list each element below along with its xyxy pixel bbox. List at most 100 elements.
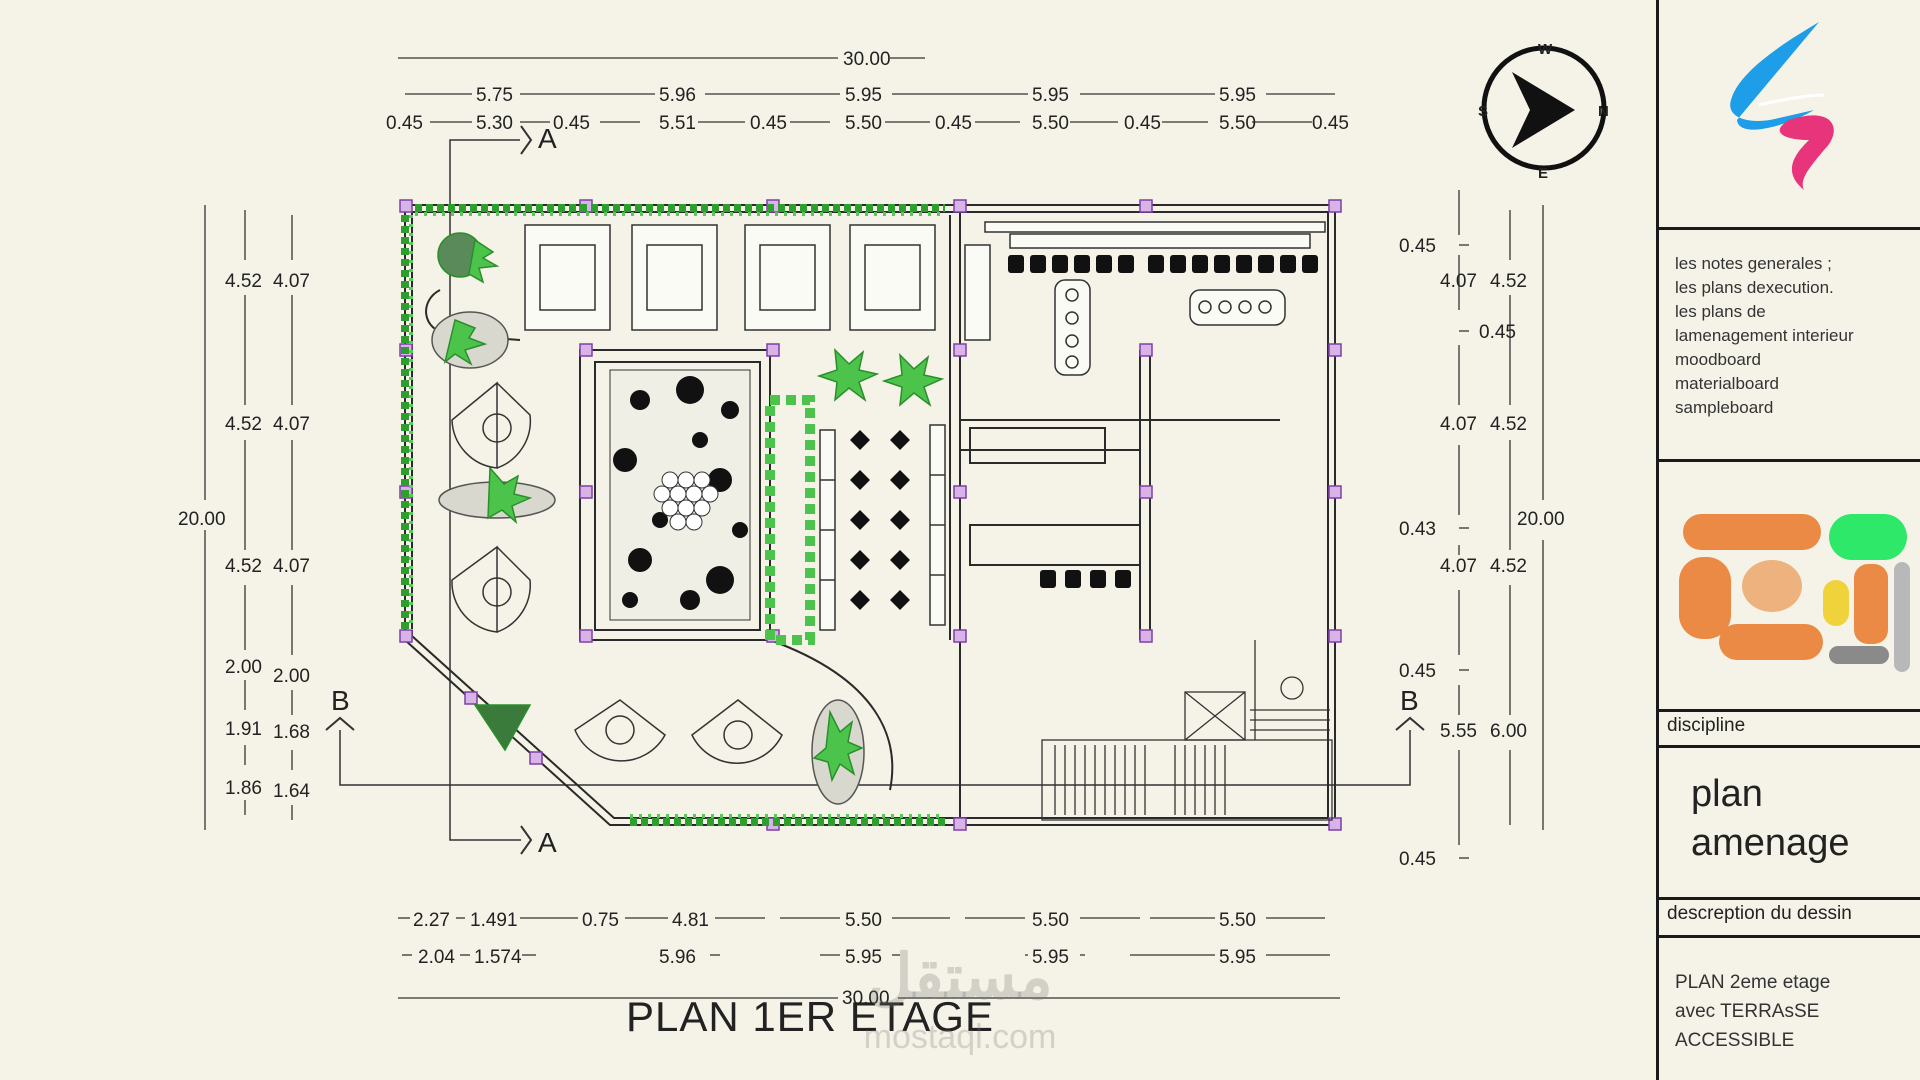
dim-label: 4.52 [1490, 556, 1527, 577]
dim-label: 4.52 [1490, 414, 1527, 435]
dim-left-outer: 4.52 4.52 4.52 2.00 1.91 1.86 [225, 271, 262, 799]
booth-seating [819, 424, 946, 631]
staircase [1041, 640, 1333, 821]
discipline-label-cell: discipline [1659, 712, 1920, 748]
long-tables-right [964, 244, 1286, 376]
dim-label: 1.86 [225, 778, 262, 799]
dim-top-total: 30.00 [843, 49, 891, 70]
dim-label: 2.04 [418, 947, 455, 968]
note-line: les notes generales ; [1675, 254, 1832, 273]
dim-label: 2.27 [413, 910, 450, 931]
dim-label: 1.64 [273, 781, 310, 802]
dim-label: 1.91 [225, 719, 262, 740]
section-label-a-bottom: A [538, 827, 557, 858]
dim-label: 2.00 [273, 666, 310, 687]
dim-label: 4.81 [672, 910, 709, 931]
description-line: ACCESSIBLE [1675, 1030, 1795, 1051]
left-dimensions [204, 205, 293, 830]
discipline-label: discipline [1667, 715, 1746, 736]
planter-hedges [401, 204, 945, 826]
lounge-chairs [451, 381, 783, 764]
dim-bottom-row2: 2.04 1.574 5.96 5.95 5.95 5.95 [418, 947, 1256, 968]
dim-left-inner: 4.07 4.07 4.07 2.00 1.68 1.64 [273, 271, 310, 802]
note-line: les plans de [1675, 302, 1766, 321]
dim-label: 5.55 [1440, 721, 1477, 742]
description-label: descreption du dessin [1667, 903, 1852, 924]
garden-plants [431, 232, 945, 805]
section-label-a-top: A [538, 123, 557, 154]
dim-label: 0.75 [582, 910, 619, 931]
dim-right-col2: 4.52 4.52 4.52 6.00 [1490, 271, 1527, 742]
description-label-cell: descreption du dessin [1659, 900, 1920, 938]
discipline-value-line1: plan [1691, 773, 1763, 815]
dim-label: 0.45 [750, 113, 787, 134]
building-walls [404, 204, 1336, 826]
dim-label: 0.45 [1124, 113, 1161, 134]
dim-label: 4.07 [273, 414, 310, 435]
dim-label: 5.30 [476, 113, 513, 134]
note-line: materialboard [1675, 374, 1779, 393]
dim-label: 0.45 [553, 113, 590, 134]
right-dimensions [1458, 190, 1544, 859]
compass-north-arrow-icon: N E S W [1478, 41, 1609, 182]
dim-label: 5.50 [1219, 910, 1256, 931]
dim-label: 2.00 [225, 657, 262, 678]
dim-label: 5.50 [845, 910, 882, 931]
dim-label: 4.07 [273, 271, 310, 292]
dim-label: 0.45 [1312, 113, 1349, 134]
dim-label: 5.51 [659, 113, 696, 134]
planter-hedges-inner [409, 212, 945, 818]
top-dimensions [398, 57, 1335, 123]
plan-title: PLAN 1ER ETAGE [625, 993, 994, 1040]
dim-label: 0.45 [1399, 849, 1436, 870]
dim-label: 4.07 [273, 556, 310, 577]
dim-label: 5.50 [845, 113, 882, 134]
bottom-dimensions [398, 917, 1340, 999]
compass-letter-w: W [1538, 41, 1553, 58]
dim-label: 4.52 [225, 271, 262, 292]
compass-letter-e: E [1538, 165, 1548, 182]
dim-label: 4.52 [225, 414, 262, 435]
dim-label: 5.96 [659, 85, 696, 106]
title-block: les notes generales ; les plans dexecuti… [1656, 0, 1920, 1080]
note-line: lamenagement interieur [1675, 326, 1854, 345]
note-line: moodboard [1675, 350, 1762, 369]
dim-label: 5.95 [1219, 947, 1256, 968]
courtyard-garden [609, 369, 751, 621]
moodboard-cell [1659, 462, 1920, 712]
dim-label: 1.491 [470, 910, 518, 931]
dim-label: 4.07 [1440, 556, 1477, 577]
dim-label: 5.95 [1032, 947, 1069, 968]
dim-left-total: 20.00 [178, 509, 226, 530]
dim-label: 6.00 [1490, 721, 1527, 742]
section-label-b-right: B [1400, 685, 1419, 716]
dim-label: 5.75 [476, 85, 513, 106]
dim-label: 5.96 [659, 947, 696, 968]
dim-right-total: 20.00 [1517, 509, 1565, 530]
dim-top-row2: 0.45 5.30 0.45 5.51 0.45 5.50 0.45 5.50 … [386, 113, 1349, 134]
dim-label: 5.95 [845, 85, 882, 106]
dim-label: 5.95 [845, 947, 882, 968]
note-line: sampleboard [1675, 398, 1774, 417]
dim-right-col1: 0.45 4.07 0.45 4.07 0.43 4.07 0.45 5.55 … [1399, 236, 1516, 870]
discipline-value-line2: amenage [1691, 822, 1850, 864]
dim-label: 4.52 [1490, 271, 1527, 292]
dim-top-row1: 5.75 5.96 5.95 5.95 5.95 [476, 85, 1256, 106]
bar-stools [1008, 255, 1318, 588]
dim-label: 0.45 [1399, 661, 1436, 682]
moodboard-swatches [1679, 514, 1910, 672]
description-line: avec TERRAsSE [1675, 1001, 1820, 1022]
dim-label: 5.50 [1219, 113, 1256, 134]
dim-label: 0.45 [1399, 236, 1436, 257]
dim-label: 1.574 [474, 947, 522, 968]
dim-label: 5.50 [1032, 910, 1069, 931]
dim-label: 5.95 [1219, 85, 1256, 106]
compass-letter-n: N [1598, 103, 1609, 120]
dim-label: 0.43 [1399, 519, 1436, 540]
dining-tables-top [524, 224, 936, 331]
compass-letter-s: S [1478, 103, 1488, 120]
dining-seating-middle [850, 430, 910, 610]
dim-label: 1.68 [273, 722, 310, 743]
dim-bottom-total: 30.00 [842, 988, 890, 1009]
